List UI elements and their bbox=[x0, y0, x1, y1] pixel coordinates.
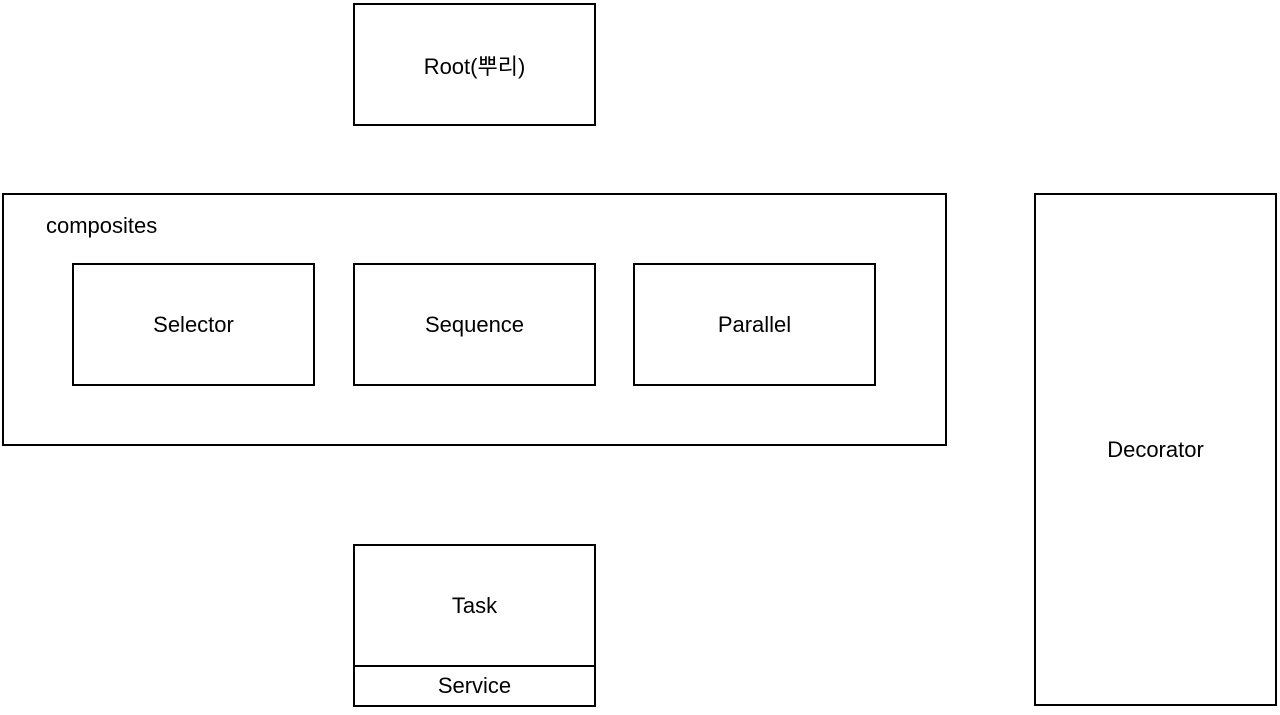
sequence-node: Sequence bbox=[353, 263, 596, 386]
selector-node: Selector bbox=[72, 263, 315, 386]
decorator-node: Decorator bbox=[1034, 193, 1277, 706]
task-node-label: Task bbox=[451, 592, 498, 618]
task-node: Task Service bbox=[353, 544, 596, 707]
decorator-node-label: Decorator bbox=[1107, 436, 1204, 462]
parallel-node: Parallel bbox=[633, 263, 876, 386]
selector-node-label: Selector bbox=[153, 311, 234, 337]
root-node-label: Root(뿌리) bbox=[423, 53, 526, 79]
task-section: Task bbox=[355, 546, 594, 667]
service-section: Service bbox=[355, 667, 594, 705]
composites-group-label: composites bbox=[46, 213, 158, 238]
service-label: Service bbox=[437, 673, 512, 698]
sequence-node-label: Sequence bbox=[424, 311, 525, 337]
root-node: Root(뿌리) bbox=[353, 3, 596, 126]
parallel-node-label: Parallel bbox=[717, 311, 792, 337]
